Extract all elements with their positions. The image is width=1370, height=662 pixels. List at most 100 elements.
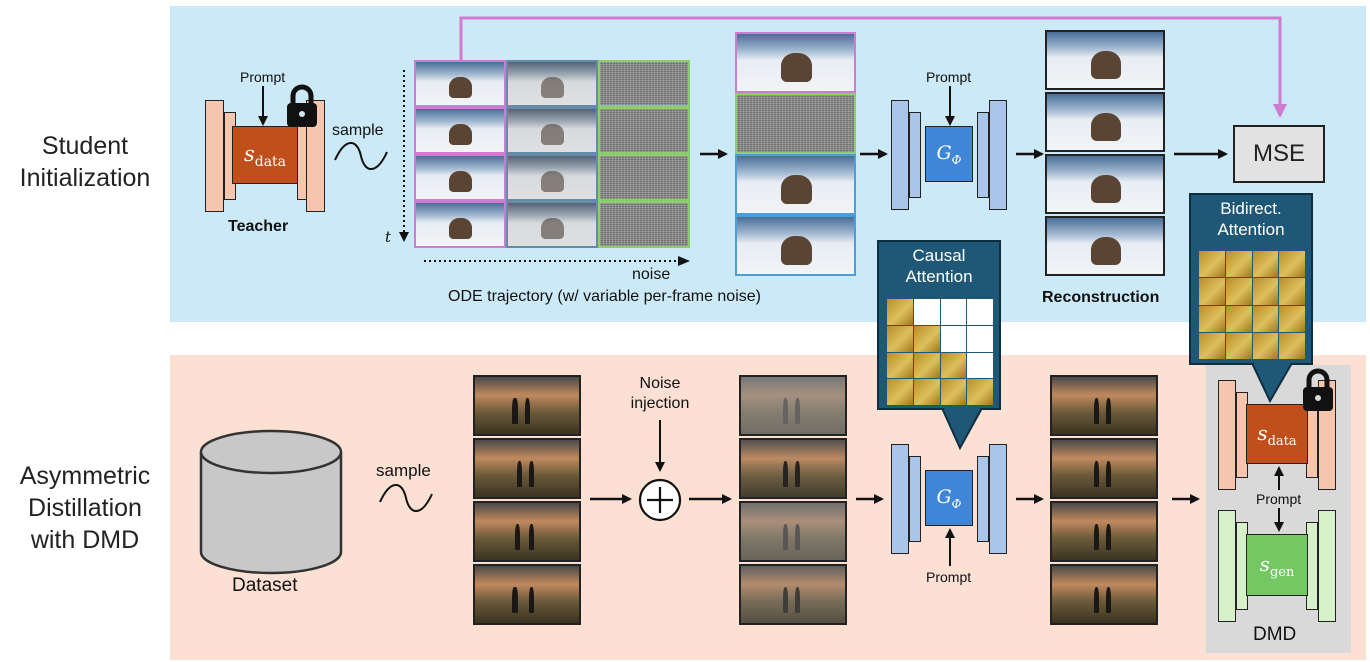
causal-attention-mask: [887, 299, 993, 405]
attention-cell: [913, 352, 940, 379]
attention-cell: [887, 325, 913, 352]
noise-axis: [424, 254, 694, 272]
attention-cell: [1279, 251, 1305, 278]
attention-cell: [913, 379, 940, 405]
generator-core: GΦ: [925, 126, 973, 182]
generated-video-column: [1050, 375, 1158, 625]
attention-cell: [887, 379, 913, 405]
trajectory-frame: [506, 60, 598, 107]
bottom-generator: GΦ: [888, 442, 1012, 556]
top-sample-label: sample: [332, 122, 384, 139]
attention-cell: [967, 299, 993, 325]
bottom-sample-wave-icon: [378, 484, 434, 517]
time-axis: [396, 70, 412, 253]
attention-cell: [1199, 332, 1225, 359]
generated-video-frame: [1050, 438, 1158, 499]
reconstruction-frame: [1045, 216, 1165, 276]
noisy-input-column: [735, 32, 856, 276]
teacher-model: sdata: [200, 96, 330, 214]
fake-score-left-bar: [1218, 510, 1236, 622]
noisy-input-frame: [735, 93, 856, 154]
teacher-left-bar: [205, 100, 224, 212]
attention-cell: [967, 325, 993, 352]
dataset-label: Dataset: [232, 575, 298, 596]
noisy-input-frame: [735, 154, 856, 215]
row-label-student-initialization: Student Initialization: [19, 132, 151, 192]
trajectory-frame: [598, 107, 690, 154]
dmd-label: DMD: [1253, 624, 1297, 645]
top-generator: GΦ: [888, 98, 1012, 212]
noise-injection-label: Noise injection: [630, 375, 690, 412]
bidirect-attention-mask: [1199, 251, 1305, 359]
generator-left-bar: [891, 444, 909, 554]
causal-callout-pointer: [940, 407, 984, 455]
dataset-frame: [473, 438, 581, 499]
teacher-prompt-label: Prompt: [240, 69, 286, 85]
dataset-frame: [473, 564, 581, 625]
bottom-generator-prompt-label: Prompt: [926, 569, 972, 585]
noisy-video-column: [739, 375, 847, 625]
attention-cell: [913, 299, 940, 325]
trajectory-frame: [598, 60, 690, 107]
generator-core: GΦ: [925, 470, 973, 526]
trajectory-frame: [414, 201, 506, 248]
noisy-video-frame: [739, 501, 847, 562]
dataset-frames-column: [473, 375, 581, 625]
top-sample-wave-icon: [333, 142, 389, 175]
teacher-label: Teacher: [228, 218, 289, 235]
attention-cell: [1225, 305, 1252, 332]
attention-cell: [1225, 251, 1252, 278]
real-score-core: sdata: [1246, 404, 1308, 464]
teacher-right-bar: [306, 100, 325, 212]
attention-cell: [1279, 278, 1305, 305]
bidirect-callout-pointer: [1250, 362, 1294, 408]
causal-attention-callout: Causal Attention: [877, 240, 1001, 410]
pink-loop-arrow: [459, 16, 1287, 118]
attention-cell: [887, 352, 913, 379]
dataset-frame: [473, 501, 581, 562]
generator-right-inner-bar: [977, 112, 989, 198]
attention-cell: [1252, 278, 1279, 305]
noise-axis-label: noise: [632, 266, 671, 283]
reconstruction-label: Reconstruction: [1042, 289, 1160, 306]
trajectory-frame: [506, 107, 598, 154]
attention-cell: [940, 379, 967, 405]
generator-right-inner-bar: [977, 456, 989, 542]
real-score-model: sdata: [1214, 380, 1340, 490]
attention-cell: [940, 352, 967, 379]
attention-cell: [1199, 305, 1225, 332]
attention-cell: [1225, 332, 1252, 359]
reconstruction-frame: [1045, 30, 1165, 90]
reconstruction-column: [1045, 30, 1165, 278]
noisy-video-frame: [739, 375, 847, 436]
attention-cell: [967, 379, 993, 405]
attention-cell: [967, 352, 993, 379]
real-score-left-bar: [1218, 380, 1236, 490]
fake-score-core: sgen: [1246, 534, 1308, 596]
bidirect-attention-callout: Bidirect. Attention: [1189, 193, 1313, 365]
teacher-core: sdata: [232, 126, 298, 184]
attention-cell: [1199, 251, 1225, 278]
ode-trajectory-caption: ODE trajectory (w/ variable per-frame no…: [448, 288, 761, 305]
noisy-input-frame: [735, 215, 856, 276]
plus-circle-icon: [638, 478, 682, 527]
generator-right-bar: [989, 444, 1007, 554]
generator-left-inner-bar: [909, 112, 921, 198]
bottom-sample-label: sample: [376, 461, 431, 480]
generated-video-frame: [1050, 375, 1158, 436]
dataset-frame: [473, 375, 581, 436]
attention-cell: [1279, 332, 1305, 359]
top-generator-prompt-label: Prompt: [926, 69, 972, 85]
trajectory-frame: [598, 201, 690, 248]
trajectory-frame: [414, 107, 506, 154]
attention-cell: [940, 299, 967, 325]
noisy-video-frame: [739, 564, 847, 625]
trajectory-frame: [598, 154, 690, 201]
generated-video-frame: [1050, 501, 1158, 562]
mse-box: MSE: [1233, 125, 1325, 183]
trajectory-frame: [414, 154, 506, 201]
attention-cell: [887, 299, 913, 325]
lock-icon: [284, 84, 320, 128]
attention-cell: [940, 325, 967, 352]
